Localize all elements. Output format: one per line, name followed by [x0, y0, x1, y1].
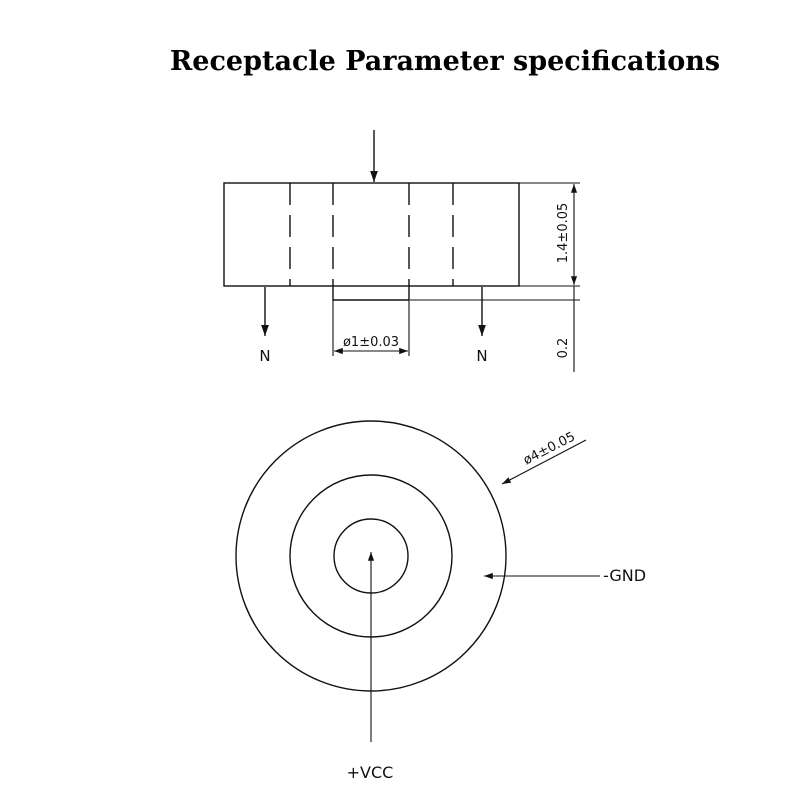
center-pin-protrusion	[332, 286, 410, 301]
hole-dim-label: ø1±0.03	[343, 335, 399, 350]
top-view: ø4±0.05 -GND +VCC	[235, 420, 646, 782]
outer-dia-leader	[501, 439, 587, 485]
right-n-label: N	[476, 347, 487, 365]
vcc-label: +VCC	[347, 763, 394, 782]
left-n-label: N	[259, 347, 270, 365]
page-title: Receptacle Parameter specifications	[169, 46, 721, 77]
side-view: N N ø1±0.03 1.4±0.05 0.2	[223, 130, 580, 372]
receptacle-body-outline	[223, 182, 520, 287]
protrusion-dim-label: 0.2	[556, 338, 571, 359]
gnd-label: -GND	[603, 566, 646, 585]
height-dim-label: 1.4±0.05	[556, 203, 571, 264]
